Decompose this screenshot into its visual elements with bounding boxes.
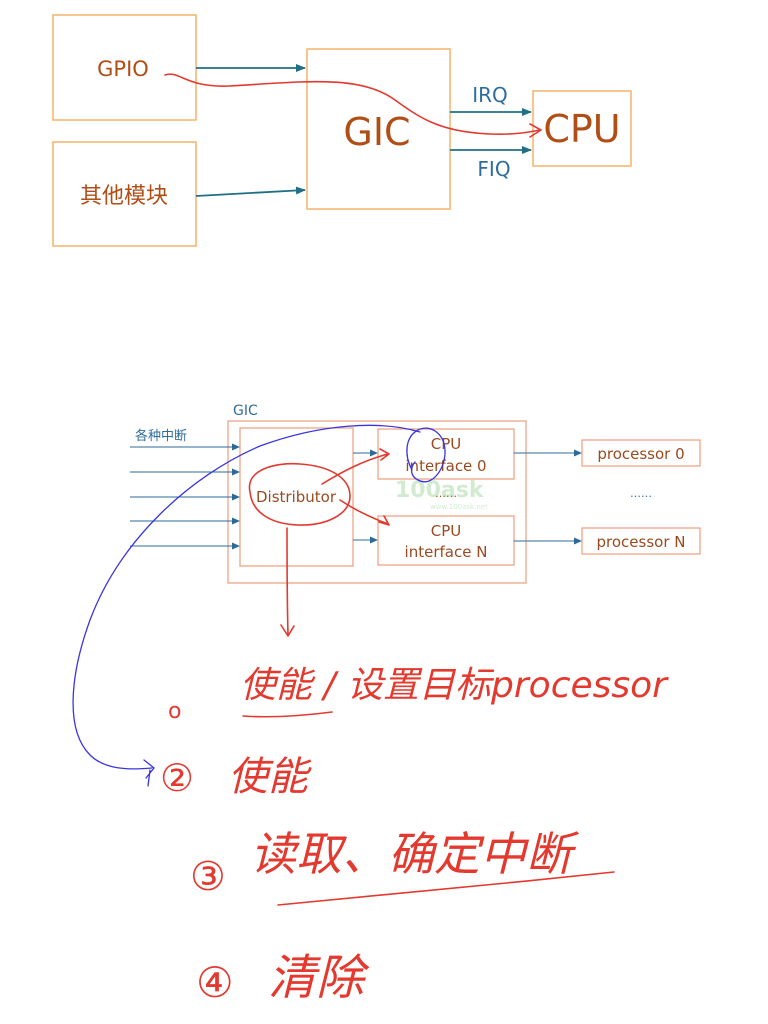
distributor-circle bbox=[248, 462, 351, 526]
step2-marker: ② bbox=[160, 756, 194, 800]
gpio-box bbox=[52, 14, 197, 121]
step1-marker: o bbox=[168, 699, 181, 724]
cpu-interface-n-line1: CPU bbox=[431, 522, 462, 540]
red-trace-arrowhead bbox=[529, 123, 542, 138]
dist-to-if-red-arrows bbox=[321, 448, 390, 526]
processor-0-box bbox=[581, 439, 701, 467]
dots-right: …… bbox=[630, 487, 652, 500]
cpu-if0-blue-circle bbox=[406, 427, 446, 483]
handwritten-annotations: o 使能 / 设置目标processor ② 使能 ③ 读取、确定中断 ④ 清除 bbox=[72, 424, 669, 1007]
other-to-gic-arrow bbox=[195, 186, 306, 197]
cpu-interface-0-line2: interface 0 bbox=[405, 457, 486, 475]
step1-text: 使能 / 设置目标processor bbox=[240, 665, 669, 706]
cpu-label: CPU bbox=[543, 107, 620, 151]
cpu-interface-n-line2: interface N bbox=[405, 543, 488, 561]
dots-middle: …… bbox=[435, 487, 457, 500]
step4-text: 清除 bbox=[268, 950, 370, 1006]
distributor-label: Distributor bbox=[256, 488, 337, 506]
step2-text: 使能 bbox=[228, 754, 312, 800]
irq-label: IRQ bbox=[472, 83, 508, 107]
gpio-label: GPIO bbox=[97, 57, 149, 81]
fiq-label: FIQ bbox=[477, 157, 510, 181]
cpu-interface-0-box bbox=[377, 428, 515, 480]
top-diagram: GPIO 其他模块 GIC CPU IRQ FIQ bbox=[52, 14, 632, 247]
gic-label: GIC bbox=[343, 110, 410, 154]
gpio-to-cpu-red-trace bbox=[164, 73, 541, 135]
distributor-box bbox=[239, 427, 354, 567]
step3-marker: ③ bbox=[190, 854, 226, 900]
cpu-interface-0-line1: CPU bbox=[431, 435, 462, 453]
processor-n-box bbox=[581, 527, 701, 555]
processor-n-label: processor N bbox=[597, 533, 686, 551]
cpu-box bbox=[532, 90, 632, 167]
watermark-logo: 100ask bbox=[395, 478, 485, 503]
gic-title: GIC bbox=[233, 403, 258, 419]
other-modules-label: 其他模块 bbox=[80, 184, 168, 209]
blue-arrowhead bbox=[143, 759, 155, 787]
other-modules-box bbox=[52, 141, 197, 247]
gic-box bbox=[306, 48, 451, 210]
step3-underline bbox=[277, 871, 615, 906]
if0-to-step2-blue-curve bbox=[72, 424, 421, 770]
cpu-interface-n-box bbox=[377, 515, 515, 566]
step4-marker: ④ bbox=[196, 958, 234, 1007]
processor-0-label: processor 0 bbox=[597, 445, 684, 463]
dist-down-red-arrow bbox=[280, 527, 295, 637]
gic-detail-diagram: GIC Distributor CPU interface 0 …… CPU i… bbox=[130, 403, 701, 584]
step3-text: 读取、确定中断 bbox=[250, 827, 580, 881]
interrupts-label: 各种中断 bbox=[135, 428, 187, 444]
watermark-url: www.100ask.net bbox=[430, 503, 488, 511]
step1-underline bbox=[242, 711, 333, 718]
